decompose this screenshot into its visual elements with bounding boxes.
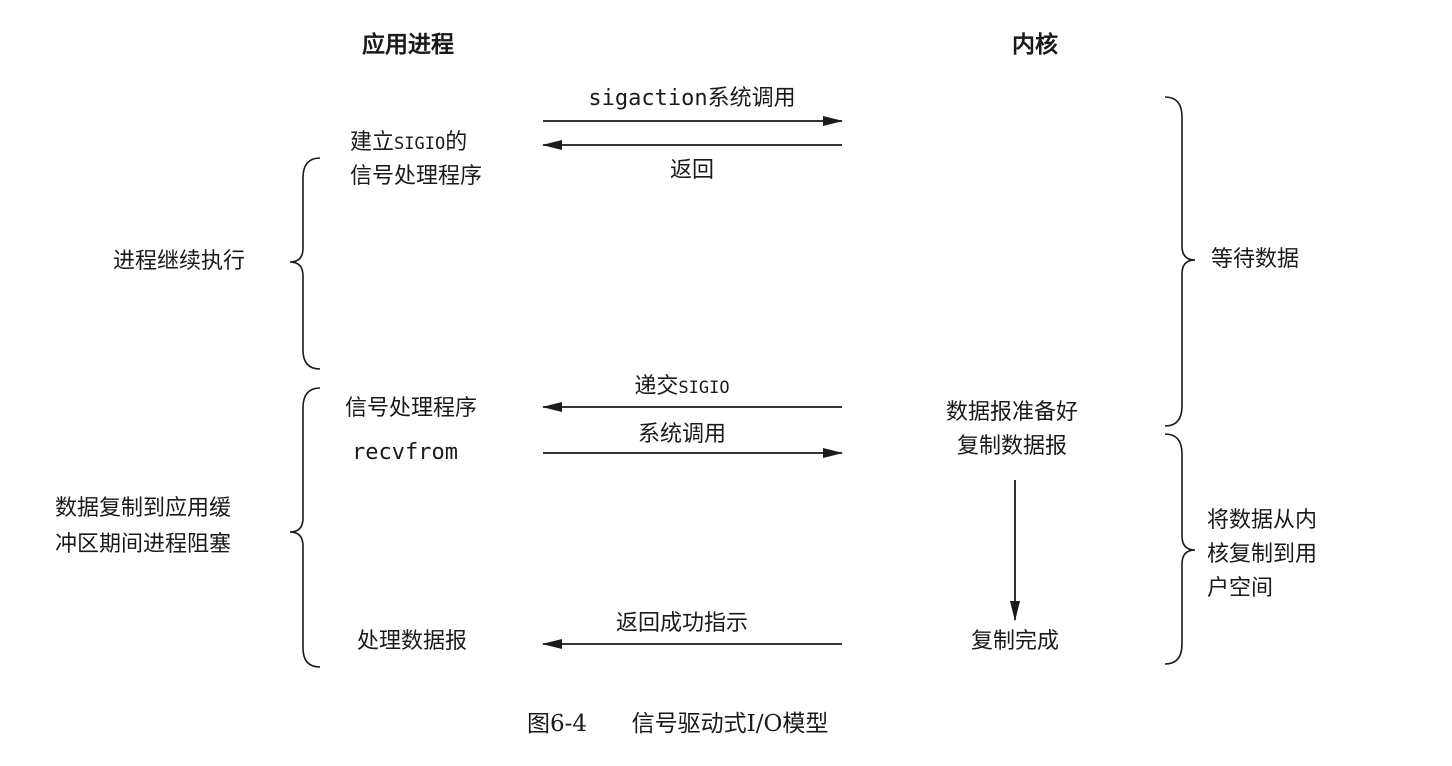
figure-number: 图6-4 [527, 711, 588, 737]
brace-right-wait [1164, 96, 1196, 427]
label-sigaction-call: sigaction系统调用 [588, 86, 796, 111]
phase-blocked-line1: 数据复制到应用缓 [55, 496, 232, 521]
app-process-datagram: 处理数据报 [357, 629, 468, 654]
phase-process-continues: 进程继续执行 [113, 249, 246, 274]
label-return-success: 返回成功指示 [615, 611, 749, 636]
label-deliver-sigio: 递交SIGIO [634, 374, 730, 399]
kernel-datagram-ready: 数据报准备好 [945, 400, 1079, 425]
phase-copy-line2: 核复制到用 [1207, 542, 1318, 567]
app-setup-sigio: 建立SIGIO的 [350, 130, 468, 155]
phase-copy-line1: 将数据从内 [1207, 508, 1318, 533]
figure-caption: 图6-4 信号驱动式I/O模型 [527, 709, 828, 739]
header-app-process: 应用进程 [362, 32, 454, 58]
phase-wait-data: 等待数据 [1211, 247, 1300, 272]
label-syscall: 系统调用 [637, 422, 727, 447]
phase-blocked-line2: 冲区期间进程阻塞 [55, 532, 232, 557]
phase-copy-line3: 户空间 [1207, 576, 1274, 601]
kernel-copy-datagram: 复制数据报 [956, 434, 1068, 459]
brace-right-copy [1164, 433, 1196, 665]
kernel-copy-done: 复制完成 [970, 629, 1060, 654]
app-setup-handler: 信号处理程序 [350, 164, 483, 189]
label-return: 返回 [669, 158, 715, 183]
app-signal-handler: 信号处理程序 [345, 396, 478, 421]
brace-left-continue [289, 157, 321, 370]
app-recvfrom: recvfrom [352, 440, 458, 465]
figure-title: 信号驱动式I/O模型 [631, 711, 829, 737]
header-kernel: 内核 [1012, 32, 1058, 58]
brace-left-blocked [289, 387, 321, 668]
